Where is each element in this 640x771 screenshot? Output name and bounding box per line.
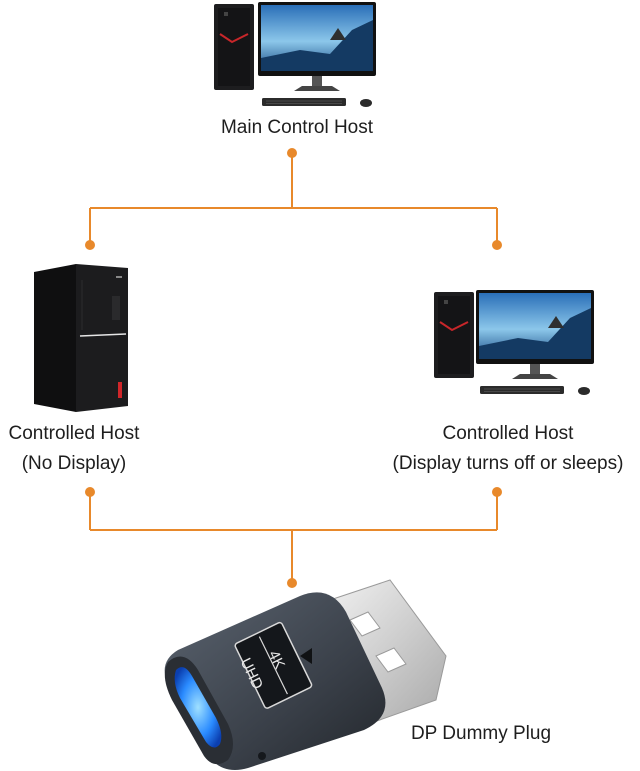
controlled-host-no-display-title: Controlled Host xyxy=(8,423,140,444)
connector-dot xyxy=(85,240,95,250)
connector-dot xyxy=(287,148,297,158)
connector-dot xyxy=(287,578,297,588)
main-host-label: Main Control Host xyxy=(220,117,374,138)
controlled-host-display-off-subtitle: (Display turns off or sleeps) xyxy=(392,453,624,474)
connector-dot xyxy=(85,487,95,497)
uhd-badge-icon xyxy=(234,621,313,709)
dp-dummy-plug-label: DP Dummy Plug xyxy=(410,723,552,744)
connector-dot xyxy=(492,240,502,250)
controlled-host-display-off-title: Controlled Host xyxy=(442,423,574,444)
controlled-host-no-display-subtitle: (No Display) xyxy=(21,453,127,474)
connector-dot xyxy=(492,487,502,497)
